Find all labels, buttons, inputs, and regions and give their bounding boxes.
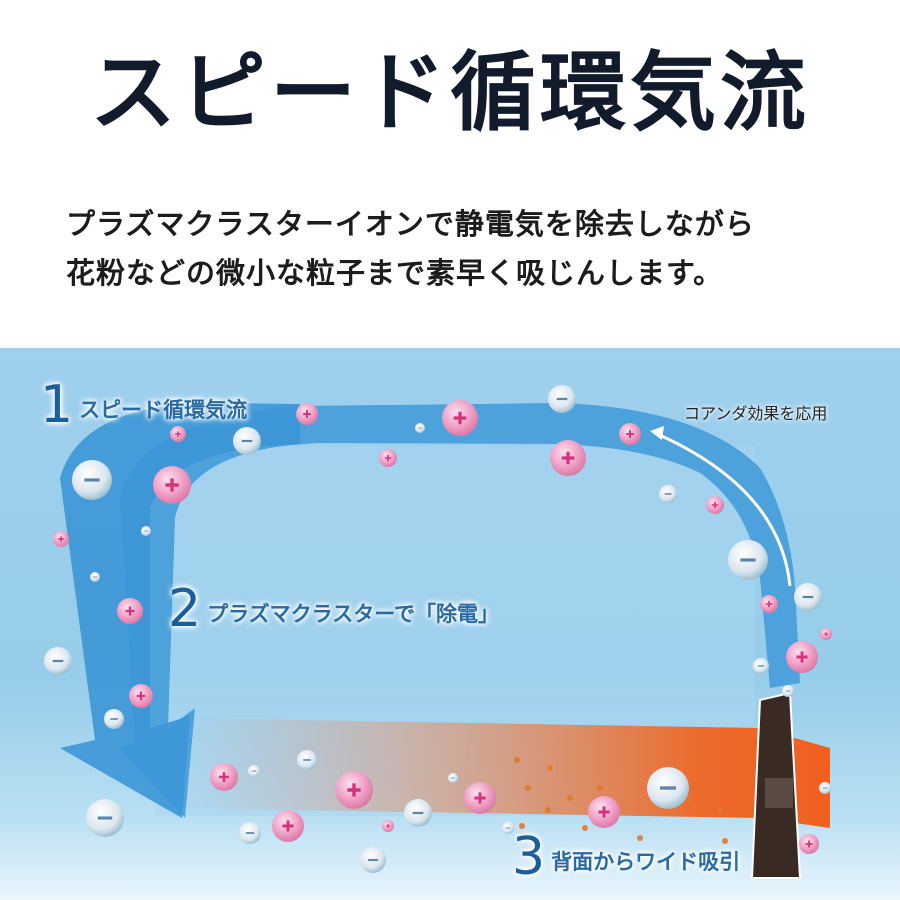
description: プラズマクラスターイオンで静電気を除去しながら 花粉などの微小な粒子まで素早く吸… [66, 200, 866, 298]
step-3-label: 背面からワイド吸引 [551, 850, 741, 874]
step-3: 3 背面からワイド吸引 [512, 827, 741, 887]
description-line-2: 花粉などの微小な粒子まで素早く吸じんします。 [66, 256, 724, 290]
step-2: 2 プラズマクラスターで「除電」 [168, 579, 499, 639]
step-1-number: 1 [40, 375, 74, 435]
step-2-label: プラズマクラスターで「除電」 [207, 602, 499, 626]
airflow-diagram: 1 スピード循環気流 2 プラズマクラスターで「除電」 3 背面からワイド吸引 … [0, 348, 900, 900]
coanda-effect-annotation: コアンダ効果を応用 [684, 404, 828, 423]
airflow-illustration [42, 383, 833, 879]
page-title: スピード循環気流 [90, 43, 810, 143]
description-line-1: プラズマクラスターイオンで静電気を除去しながら [66, 207, 755, 241]
step-2-number: 2 [168, 579, 202, 639]
step-1-label: スピード循環気流 [79, 398, 248, 422]
step-1: 1 スピード循環気流 [40, 375, 248, 435]
step-3-number: 3 [512, 827, 546, 887]
